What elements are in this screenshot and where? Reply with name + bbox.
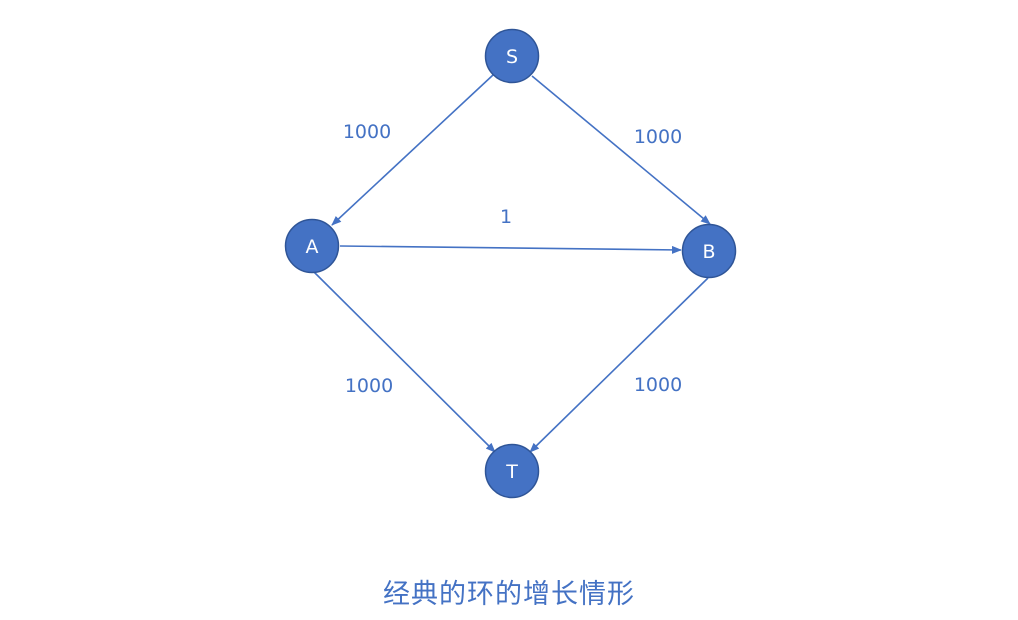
node-a-circle — [284, 218, 340, 274]
node-b-circle — [681, 223, 737, 279]
edge-label-b-t: 1000 — [634, 374, 682, 396]
node-s: S — [484, 28, 540, 84]
node-s-circle — [484, 28, 540, 84]
edge-label-a-b: 1 — [500, 206, 512, 228]
node-s-label: S — [506, 46, 518, 68]
edge-labels: 1000 1000 1 1000 1000 — [343, 121, 682, 397]
node-b-label: B — [702, 241, 715, 263]
node-t: T — [484, 443, 540, 499]
node-a-label: A — [306, 236, 319, 258]
edge-s-to-a — [331, 74, 494, 226]
edge-label-a-t: 1000 — [345, 375, 393, 397]
edge-a-to-b — [339, 245, 682, 254]
edge-a-to-t — [313, 271, 496, 453]
node-a: A — [284, 218, 340, 274]
edge-label-s-b: 1000 — [634, 126, 682, 148]
edge-b-to-t — [529, 277, 709, 453]
node-t-circle — [484, 443, 540, 499]
edge-s-to-b — [531, 75, 711, 225]
edges — [313, 74, 711, 453]
node-t-label: T — [505, 461, 518, 483]
edge-label-s-a: 1000 — [343, 121, 391, 143]
node-b: B — [681, 223, 737, 279]
diagram-caption: 经典的环的增长情形 — [383, 579, 635, 610]
